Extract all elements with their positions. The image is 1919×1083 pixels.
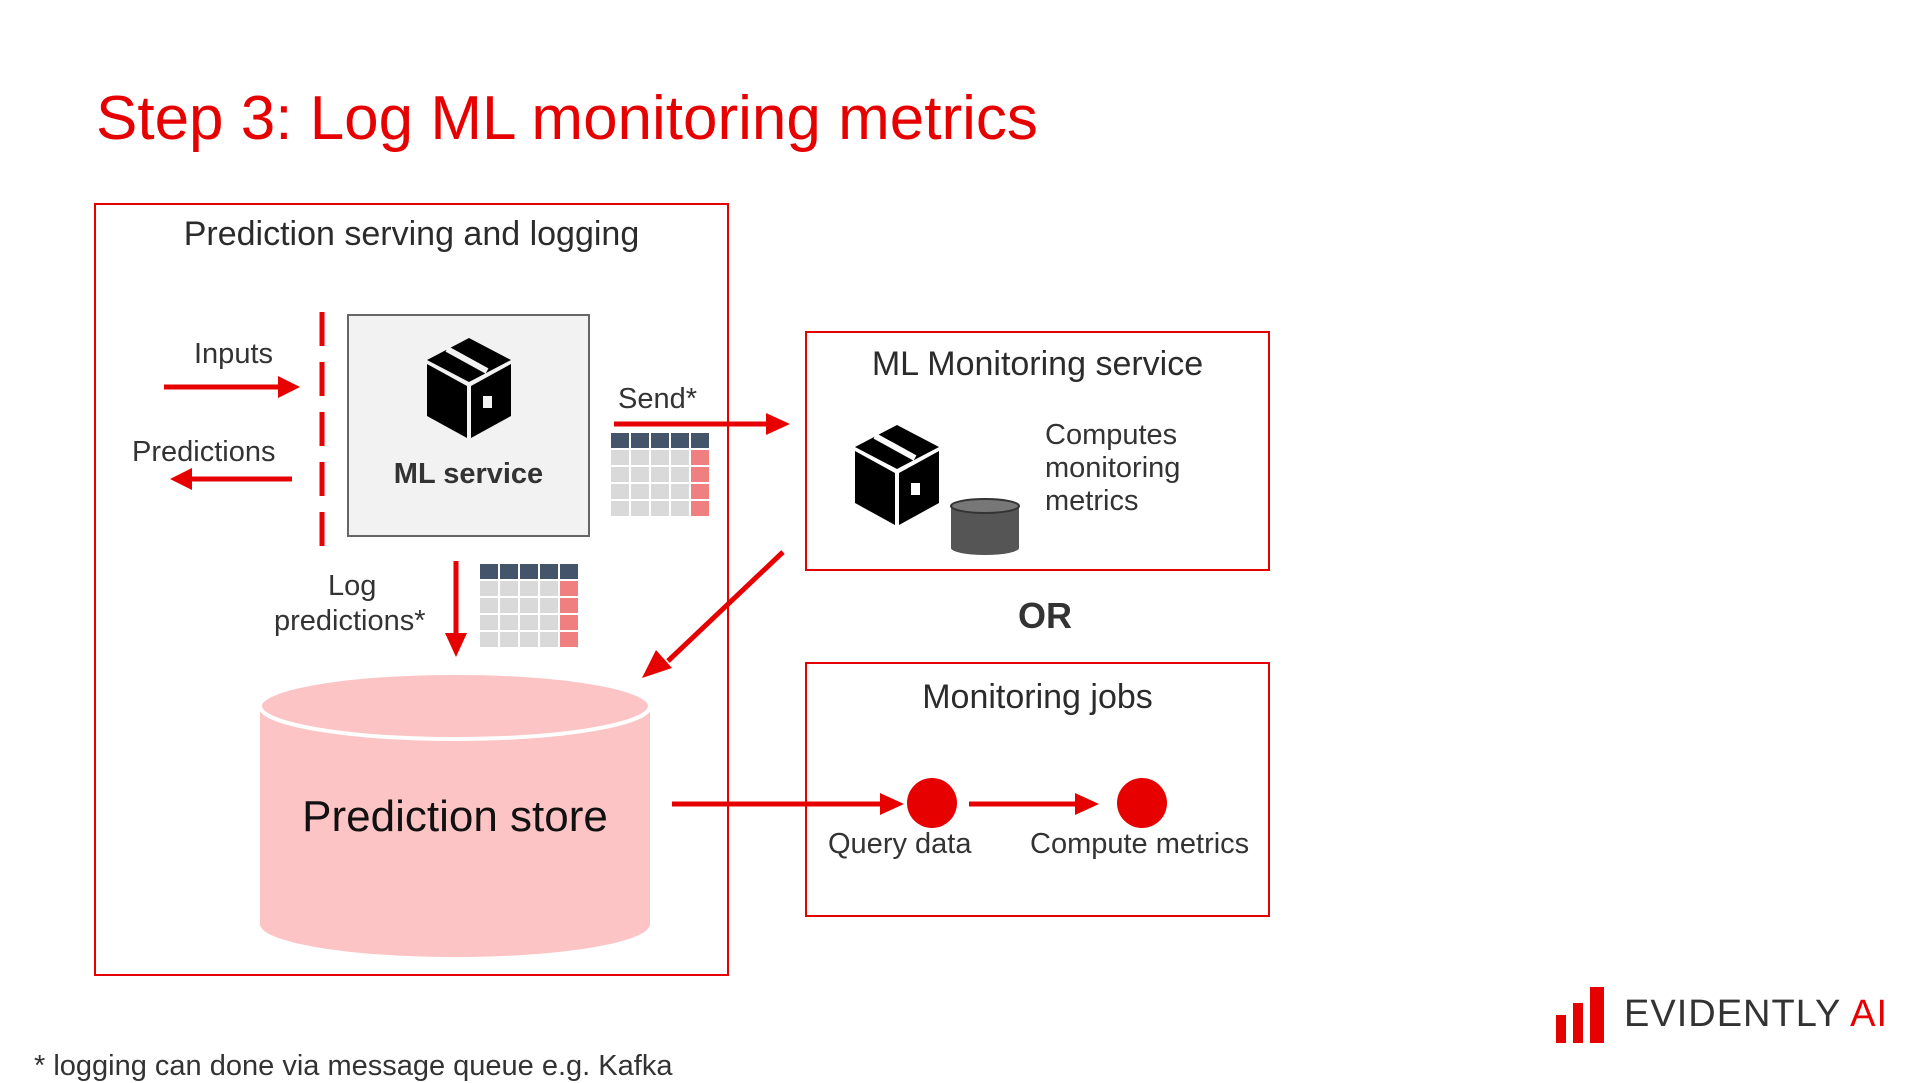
table-cell xyxy=(480,598,498,613)
predictions-label: Predictions xyxy=(132,436,276,468)
inputs-arrow xyxy=(164,376,300,398)
query-data-node xyxy=(907,778,957,828)
log-label-line1: Log xyxy=(328,570,377,602)
table-cell xyxy=(611,501,629,516)
table-cell xyxy=(671,484,689,499)
table-cell xyxy=(671,501,689,516)
table-cell xyxy=(520,598,538,613)
table-cell xyxy=(671,450,689,465)
logo-name: EVIDENTLY xyxy=(1624,993,1841,1035)
table-cell xyxy=(651,501,669,516)
table-cell xyxy=(560,581,578,596)
ml-service-box: ML service xyxy=(347,314,590,537)
query-to-compute-arrow xyxy=(969,793,1099,815)
ml-service-label: ML service xyxy=(393,458,544,490)
monitoring-service-title: ML Monitoring service xyxy=(871,345,1204,383)
monitoring-desc-line2: monitoring xyxy=(1045,452,1181,484)
prediction-serving-title: Prediction serving and logging xyxy=(183,215,640,253)
monitoring-desc-line1: Computes xyxy=(1045,419,1178,451)
monitoring-jobs-box: Monitoring jobs xyxy=(805,662,1270,917)
table-cell xyxy=(611,484,629,499)
table-cell xyxy=(631,467,649,482)
table-cell xyxy=(540,615,558,630)
table-cell xyxy=(500,564,518,579)
table-cell xyxy=(540,581,558,596)
database-icon xyxy=(950,498,1020,555)
table-cell xyxy=(540,632,558,647)
prediction-serving-box: Prediction serving and logging xyxy=(94,203,729,976)
table-cell xyxy=(611,433,629,448)
compute-metrics-label: Compute metrics xyxy=(1030,828,1250,860)
log-label-line2: predictions* xyxy=(274,605,426,637)
table-icon xyxy=(611,433,709,516)
table-cell xyxy=(671,433,689,448)
table-cell xyxy=(520,581,538,596)
prediction-store-cylinder xyxy=(258,671,652,957)
logo-suffix: AI xyxy=(1850,993,1889,1035)
table-cell xyxy=(540,564,558,579)
or-label: OR xyxy=(1018,595,1072,636)
monitoring-desc-line3: metrics xyxy=(1045,485,1139,517)
send-label: Send* xyxy=(618,383,698,415)
table-cell xyxy=(560,632,578,647)
page-title: Step 3: Log ML monitoring metrics xyxy=(96,84,1038,153)
table-cell xyxy=(540,598,558,613)
store-to-query-arrow xyxy=(672,793,904,815)
table-cell xyxy=(480,615,498,630)
table-cell xyxy=(651,484,669,499)
predictions-arrow xyxy=(170,468,292,490)
table-cell xyxy=(560,564,578,579)
table-cell xyxy=(480,581,498,596)
table-cell xyxy=(500,581,518,596)
evidently-logo-text: EVIDENTLY AI xyxy=(1624,993,1888,1036)
monitoring-jobs-title: Monitoring jobs xyxy=(922,678,1153,716)
table-cell xyxy=(651,433,669,448)
table-cell xyxy=(560,598,578,613)
table-cell xyxy=(651,467,669,482)
table-cell xyxy=(691,467,709,482)
table-cell xyxy=(611,450,629,465)
table-cell xyxy=(631,501,649,516)
table-icon xyxy=(480,564,578,647)
table-cell xyxy=(671,467,689,482)
package-icon xyxy=(427,338,511,438)
table-cell xyxy=(500,598,518,613)
table-cell xyxy=(691,484,709,499)
package-icon xyxy=(855,425,939,525)
table-cell xyxy=(691,501,709,516)
table-cell xyxy=(500,632,518,647)
table-cell xyxy=(631,433,649,448)
monitoring-service-box: ML Monitoring service Computes monitorin… xyxy=(805,331,1270,571)
table-cell xyxy=(691,433,709,448)
table-cell xyxy=(480,564,498,579)
log-predictions-arrow xyxy=(445,561,467,657)
table-cell xyxy=(480,632,498,647)
table-cell xyxy=(520,564,538,579)
send-arrow xyxy=(614,413,790,435)
compute-metrics-node xyxy=(1117,778,1167,828)
table-cell xyxy=(651,450,669,465)
monitoring-to-store-arrow xyxy=(642,550,785,678)
table-cell xyxy=(500,615,518,630)
query-data-label: Query data xyxy=(828,828,972,860)
table-cell xyxy=(520,615,538,630)
table-cell xyxy=(691,450,709,465)
table-cell xyxy=(560,615,578,630)
inputs-label: Inputs xyxy=(194,338,273,370)
footnote: * logging can done via message queue e.g… xyxy=(34,1050,673,1082)
table-cell xyxy=(611,467,629,482)
prediction-store-label: Prediction store xyxy=(302,792,608,841)
bar-chart-logo-icon xyxy=(1556,987,1604,1043)
table-cell xyxy=(631,484,649,499)
table-cell xyxy=(520,632,538,647)
interface-divider xyxy=(319,312,325,552)
table-cell xyxy=(631,450,649,465)
